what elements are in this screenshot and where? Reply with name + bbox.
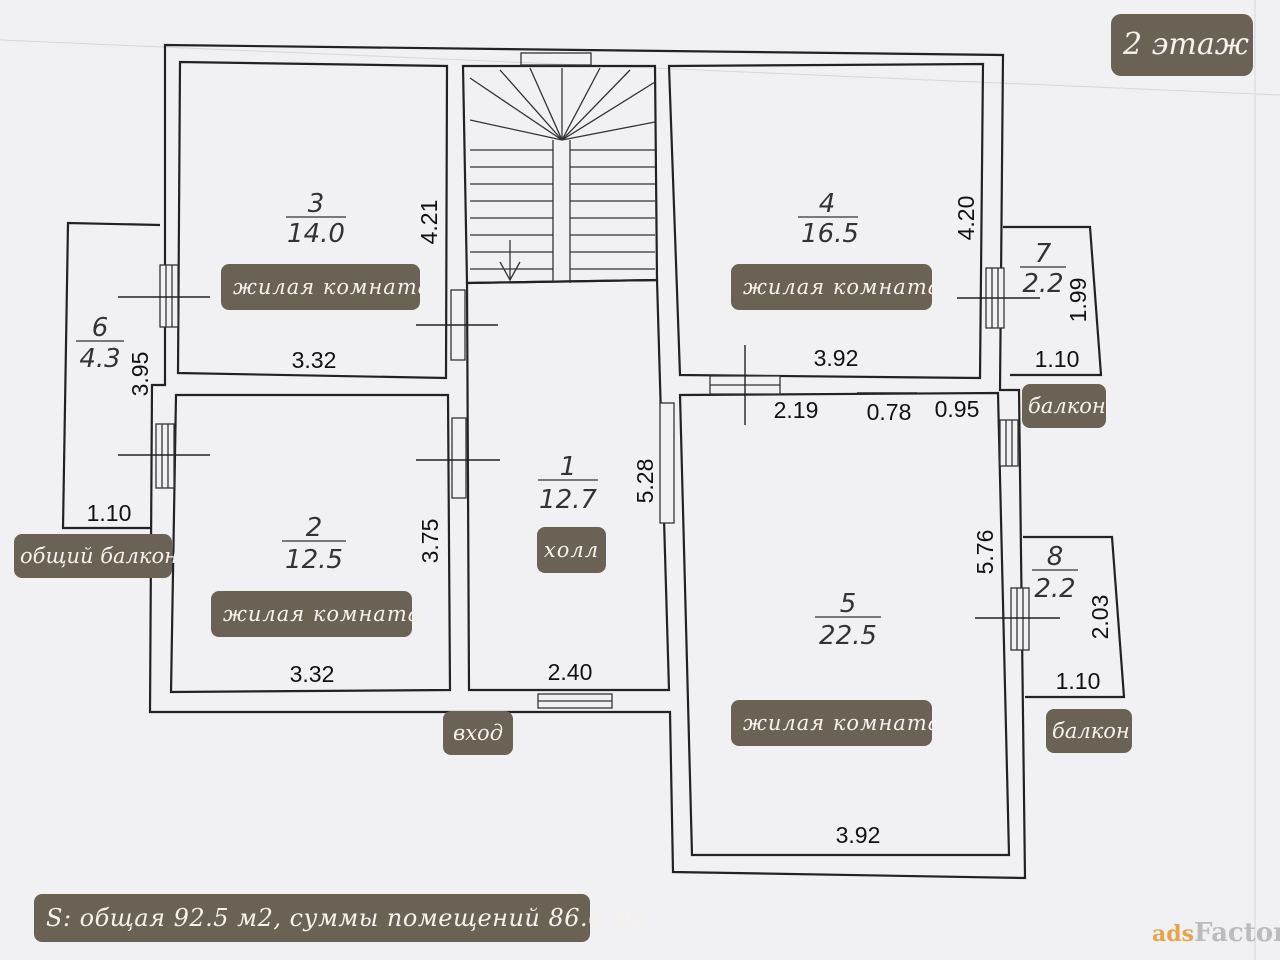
room-4-label: жилая комната <box>731 264 940 310</box>
room-2-label: жилая комната <box>211 591 420 637</box>
dim-room4-height: 4.20 <box>953 196 979 241</box>
room-4-wall <box>667 62 985 380</box>
common-balcony-label: общий балкон <box>14 534 178 578</box>
room-2-area: 12.5 <box>285 545 343 575</box>
room-4-area: 16.5 <box>801 219 859 249</box>
room-3-area: 14.0 <box>287 219 345 249</box>
watermark-suffix: Factory <box>1194 918 1280 948</box>
outer-wall <box>148 43 1027 880</box>
balcony-6 <box>61 221 161 530</box>
dim-corridor-b: 0.78 <box>867 399 912 425</box>
dim-balcony6-height: 3.95 <box>127 352 153 397</box>
balcony-8-area: 2.2 <box>1034 574 1075 604</box>
room-5-area: 22.5 <box>819 621 877 651</box>
dim-room5-height: 5.76 <box>972 530 998 575</box>
balcony-bottom-label: балкон <box>1046 709 1132 753</box>
room-2-number: 2 <box>306 513 323 543</box>
balcony-6-number: 6 <box>92 313 109 343</box>
room-5-number: 5 <box>840 589 857 619</box>
dim-room2-width: 3.32 <box>290 661 335 687</box>
hall-area: 12.7 <box>539 485 597 515</box>
dim-hall-height: 5.28 <box>632 459 658 504</box>
watermark: adsFactory <box>1152 918 1280 948</box>
room-5-label: жилая комната <box>731 700 940 746</box>
dim-balcony7-height: 1.99 <box>1065 278 1091 323</box>
dim-hall-width: 2.40 <box>548 659 593 685</box>
dim-room2-height: 3.75 <box>417 519 443 564</box>
room-3-number: 3 <box>308 189 325 219</box>
balcony-7-area: 2.2 <box>1022 269 1063 299</box>
dim-balcony7-width: 1.10 <box>1035 346 1080 372</box>
balcony-7 <box>1003 225 1103 377</box>
dim-room3-height: 4.21 <box>416 200 442 245</box>
dim-balcony8-width: 1.10 <box>1056 668 1101 694</box>
room-3-label: жилая комната <box>221 264 430 310</box>
stair-wall <box>461 64 659 285</box>
dim-corridor-a: 2.19 <box>774 397 819 423</box>
balcony-8-number: 8 <box>1047 542 1064 572</box>
dim-balcony8-height: 2.03 <box>1087 595 1113 640</box>
watermark-prefix: ads <box>1152 921 1195 947</box>
balcony-8 <box>1023 535 1126 699</box>
room-2-wall <box>169 393 452 694</box>
floor-label: 2 этаж <box>1111 14 1253 76</box>
dim-room4-width: 3.92 <box>814 345 859 371</box>
hall-label: холл <box>537 527 606 573</box>
area-summary: S: общая 92.5 м2, суммы помещений 86.6 м… <box>34 894 648 942</box>
balcony-top-label: балкон <box>1022 384 1106 428</box>
balcony-6-area: 4.3 <box>79 344 120 374</box>
entrance-label: вход <box>443 711 513 755</box>
room-4-number: 4 <box>819 189 836 219</box>
balcony-7-number: 7 <box>1035 239 1052 269</box>
dim-balcony6-width: 1.10 <box>87 500 132 526</box>
dim-room3-width: 3.32 <box>292 347 337 373</box>
dim-corridor-c: 0.95 <box>935 396 980 422</box>
dim-room5-width: 3.92 <box>836 822 881 848</box>
room-3-wall <box>176 60 449 380</box>
hall-number: 1 <box>560 452 577 482</box>
